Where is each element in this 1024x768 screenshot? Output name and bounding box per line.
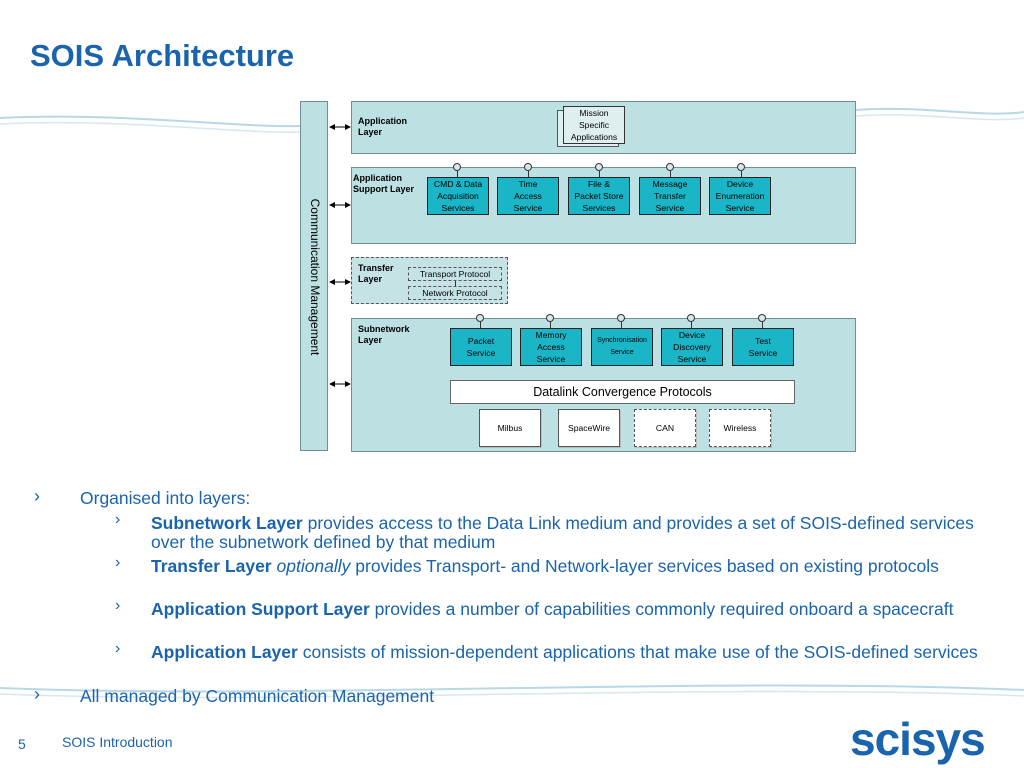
- bullet-subnetwork-text: provides access to the Data Link medium …: [151, 513, 974, 552]
- cmd-data-acquisition-service: CMD & Data Acquisition Services: [427, 177, 489, 215]
- transport-protocol: Transport Protocol: [408, 267, 502, 281]
- wireless: Wireless: [709, 409, 771, 447]
- bullet-chevron-icon: ›: [115, 597, 121, 614]
- spacewire: SpaceWire: [558, 409, 620, 447]
- message-transfer-service: Message Transfer Service: [639, 177, 701, 215]
- memory-access-service: Memory Access Service: [520, 328, 582, 366]
- bullet-chevron-icon: ›: [115, 511, 121, 528]
- service-access-point: [595, 163, 603, 171]
- bullet-transfer-bold: Transfer Layer: [151, 556, 272, 576]
- service-access-point: [666, 163, 674, 171]
- bullet-app-support-text: provides a number of capabilities common…: [369, 599, 954, 619]
- application-layer-label: Application Layer: [358, 116, 407, 137]
- can: CAN: [634, 409, 696, 447]
- service-access-point: [737, 163, 745, 171]
- bullet-app-support-bold: Application Support Layer: [151, 599, 370, 619]
- footer-title: SOIS Introduction: [62, 734, 173, 750]
- bullet-managed: All managed by Communication Management: [80, 686, 435, 706]
- bullet-chevron-icon: ›: [115, 554, 121, 571]
- network-protocol: Network Protocol: [408, 286, 502, 300]
- time-access-service: Time Access Service: [497, 177, 559, 215]
- bullet-application-support-layer: Application Support Layer provides a num…: [151, 600, 981, 619]
- bullet-chevron-icon: ›: [115, 640, 121, 657]
- test-service: Test Service: [732, 328, 794, 366]
- device-discovery-service: Device Discovery Service: [661, 328, 723, 366]
- device-enumeration-service: Device Enumeration Service: [709, 177, 771, 215]
- bullet-chevron-icon: ›: [34, 486, 40, 506]
- bullet-chevron-icon: ›: [34, 684, 40, 704]
- packet-service: Packet Service: [450, 328, 512, 366]
- service-access-point: [546, 314, 554, 322]
- service-access-point: [758, 314, 766, 322]
- bullet-transfer-italic: optionally: [271, 556, 351, 576]
- bullet-organised: Organised into layers:: [80, 488, 251, 508]
- service-access-point: [687, 314, 695, 322]
- bullet-application-layer: Application Layer consists of mission-de…: [151, 643, 981, 662]
- scisys-logo: scisys: [850, 713, 986, 765]
- bullet-subnetwork-layer: Subnetwork Layer provides access to the …: [151, 514, 981, 552]
- page-number: 5: [18, 736, 26, 752]
- service-access-point: [617, 314, 625, 322]
- bullet-app-layer-text: consists of mission-dependent applicatio…: [297, 642, 978, 662]
- transfer-layer-label: Transfer Layer: [358, 263, 394, 284]
- datalink-convergence-protocols: Datalink Convergence Protocols: [450, 380, 795, 404]
- application-support-layer-label: Application Support Layer: [353, 173, 415, 194]
- bullet-app-layer-bold: Application Layer: [151, 642, 298, 662]
- comm-mgmt-label: Communication Management: [308, 198, 322, 356]
- page-title: SOIS Architecture: [30, 38, 295, 73]
- service-access-point: [476, 314, 484, 322]
- bullet-transfer-text: provides Transport- and Network-layer se…: [350, 556, 939, 576]
- bullet-transfer-layer: Transfer Layer optionally provides Trans…: [151, 557, 981, 576]
- service-access-point: [524, 163, 532, 171]
- comm-mgmt-bar: Communication Management: [300, 101, 328, 451]
- mission-specific-applications: Mission Specific Applications: [563, 106, 625, 144]
- service-access-point: [453, 163, 461, 171]
- bullet-subnetwork-bold: Subnetwork Layer: [151, 513, 303, 533]
- file-packet-store-service: File & Packet Store Services: [568, 177, 630, 215]
- layer-arrows: [329, 124, 351, 387]
- subnetwork-layer-label: Subnetwork Layer: [358, 324, 410, 345]
- synchronisation-service: Synchronisation Service: [591, 328, 653, 366]
- protocol-connector: [455, 281, 456, 286]
- milbus: Milbus: [479, 409, 541, 447]
